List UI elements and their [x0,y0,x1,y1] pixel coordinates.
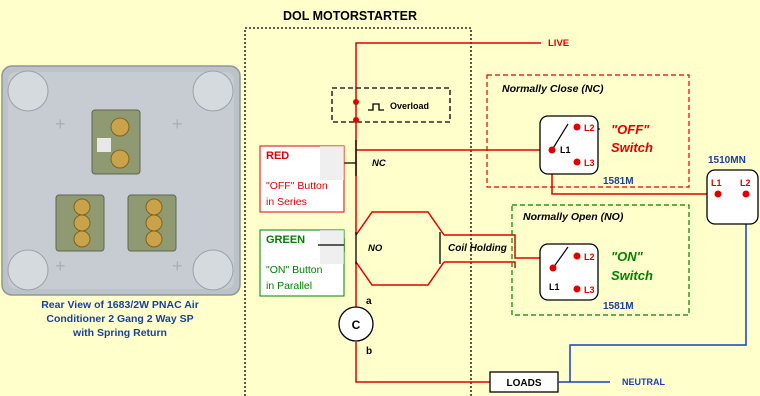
green-box-title: GREEN [266,234,305,246]
nc-terminal-l3: L3 [584,158,595,168]
red-box-title: RED [266,150,289,162]
live-label: LIVE [548,38,569,49]
no-switch [539,243,599,301]
no-contact-label: NO [368,243,383,254]
no-switch-label2: Switch [611,268,653,283]
nc-terminal-l1: L1 [560,145,571,155]
photo-caption-line2: Conditioner 2 Gang 2 Way SP [46,313,193,325]
no-terminal-l1: L1 [549,282,560,292]
neutral-label: NEUTRAL [622,377,665,387]
no-panel [511,204,690,316]
isolator-model: 1510MN [708,155,746,166]
no-terminal-l3: L3 [584,285,595,295]
red-button-box [259,145,345,213]
no-panel-title: Normally Open (NO) [523,211,624,223]
isolator-terminal-l2: L2 [740,178,751,188]
overload-symbol [368,103,384,111]
live-wire [355,42,541,120]
svg-text:+: + [55,256,66,276]
contactor-label: C [352,318,361,332]
no-model: 1581M [603,301,634,312]
neutral-wire [558,194,747,383]
nc-terminal-l2: L2 [584,123,595,133]
red-box-line2: in Series [266,196,307,208]
overload-box [331,87,451,123]
coil-terminal-b: b [366,346,372,357]
photo-caption-line1: Rear View of 1683/2W PNAC Air [41,299,199,311]
svg-text:+: + [172,256,183,276]
green-box-line1: "ON" Button [266,264,323,276]
green-button-box [259,229,345,297]
switch-plate-photo: + + + + [1,65,241,296]
loads-label: LOADS [507,378,542,389]
overload-label: Overload [390,101,429,111]
no-terminal-l2: L2 [584,252,595,262]
control-wiring [355,120,718,383]
photo-caption-line3: with Spring Return [72,327,167,339]
svg-text:+: + [55,114,66,134]
green-box-line2: in Parallel [266,280,312,292]
nc-contact-label: NC [372,158,386,169]
nc-switch [539,115,599,175]
coil-holding-label: Coil Holding [448,243,507,254]
nc-panel [486,74,690,188]
nc-model: 1581M [603,176,634,187]
diagram-title: DOL MOTORSTARTER [283,9,417,23]
isolator-switch [706,169,759,225]
contactor-coil [338,306,374,342]
nc-panel-title: Normally Close (NC) [502,83,604,95]
dol-enclosure [244,27,472,396]
isolator-terminal-l1: L1 [711,178,722,188]
red-box-line1: "OFF" Button [266,180,328,192]
no-switch-label1: "ON" [611,249,644,264]
coil-terminal-a: a [366,296,372,307]
svg-text:+: + [172,114,183,134]
nc-switch-label1: "OFF" [611,122,650,137]
nc-switch-label2: Switch [611,140,653,155]
